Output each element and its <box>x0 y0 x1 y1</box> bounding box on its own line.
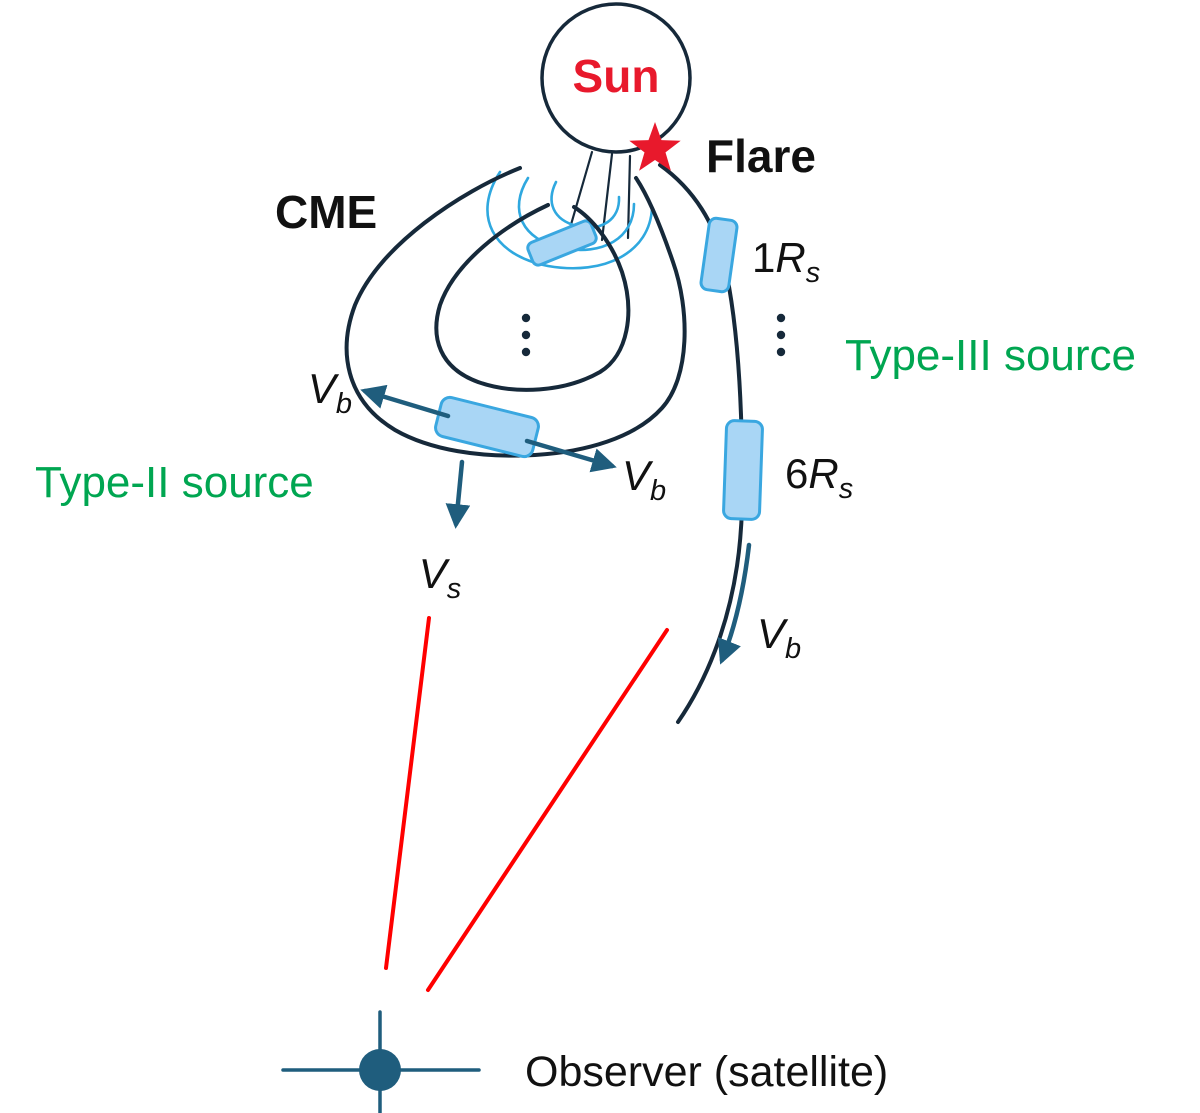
source-region-1rs <box>699 216 739 294</box>
observer-crosshair-icon <box>281 1010 481 1113</box>
source-region-6rs <box>722 419 764 521</box>
cme-label: CME <box>275 186 377 238</box>
sightline-type2 <box>384 616 431 970</box>
vb-label-fieldline: Vb <box>757 610 801 665</box>
ellipsis-dots-type3 <box>776 313 786 357</box>
flare-star-icon <box>629 122 681 171</box>
velocity-arrow-down <box>445 459 471 529</box>
velocity-arrow-upleft <box>360 384 451 419</box>
sightline-type3 <box>426 628 669 992</box>
type2-source-label: Type-II source <box>35 458 314 507</box>
observer-label: Observer (satellite) <box>525 1048 888 1096</box>
type3-source-label: Type-III source <box>845 331 1136 380</box>
vb-label-left: Vb <box>308 365 352 420</box>
shock-source-region-near-sun <box>526 219 598 267</box>
r1-label: 1Rs <box>752 234 820 289</box>
velocity-arrow-type3 <box>717 542 752 665</box>
r6-label: 6Rs <box>785 450 853 505</box>
velocity-arrow-downright <box>524 438 617 473</box>
observer-dot <box>359 1049 401 1091</box>
ellipsis-dots-cme <box>521 313 531 357</box>
vs-label: Vs <box>419 550 462 605</box>
vb-label-right: Vb <box>622 452 666 507</box>
sun-disk <box>540 2 692 154</box>
sun-label: Sun <box>573 50 660 102</box>
flare-label: Flare <box>706 130 816 182</box>
cme-outer-loop <box>344 166 687 458</box>
cme-inner-loop <box>434 203 631 392</box>
